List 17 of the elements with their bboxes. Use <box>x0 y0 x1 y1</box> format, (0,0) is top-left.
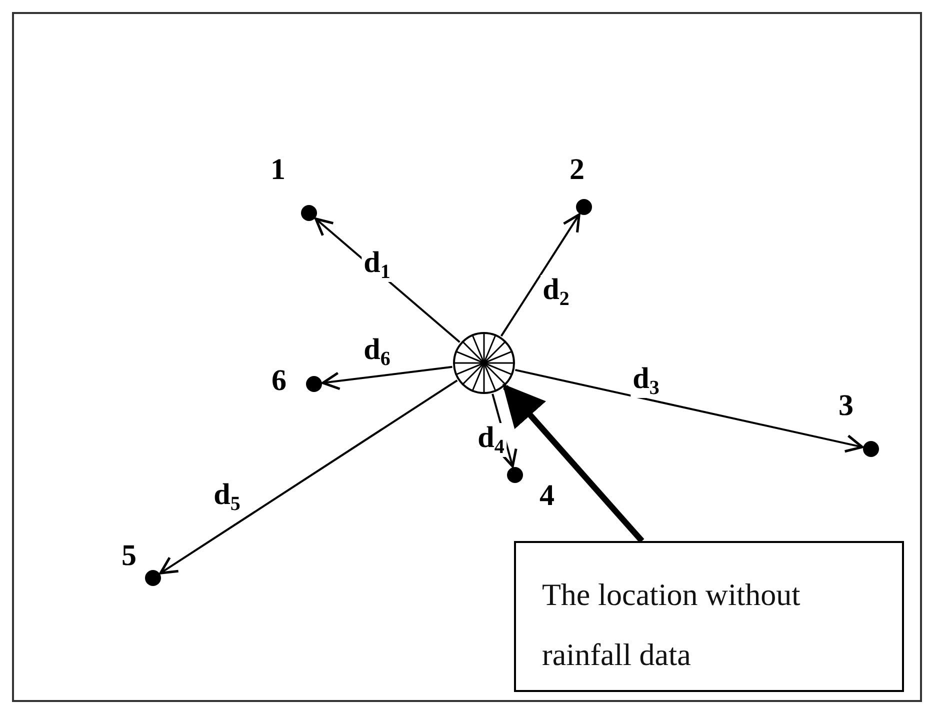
callout-text: The location without rainfall data <box>542 577 800 672</box>
station-number: 4 <box>540 481 554 511</box>
edge-label: d$_{1}$ <box>362 248 392 282</box>
edge-label: d$_{4}$ <box>476 423 506 457</box>
station-number: 5 <box>122 541 136 571</box>
station-number: 1 <box>270 155 286 185</box>
arrow <box>515 368 864 453</box>
callout-box <box>514 541 904 692</box>
arrow <box>159 380 458 574</box>
station-number: 2 <box>570 155 584 185</box>
station-number: 6 <box>272 366 286 396</box>
arrow <box>502 384 644 543</box>
arrow <box>500 213 580 337</box>
station-number: 3 <box>838 391 854 421</box>
arrow <box>322 366 452 390</box>
hatched-location-circle <box>453 332 515 394</box>
edge-label: d$_{3}$ <box>630 364 662 398</box>
